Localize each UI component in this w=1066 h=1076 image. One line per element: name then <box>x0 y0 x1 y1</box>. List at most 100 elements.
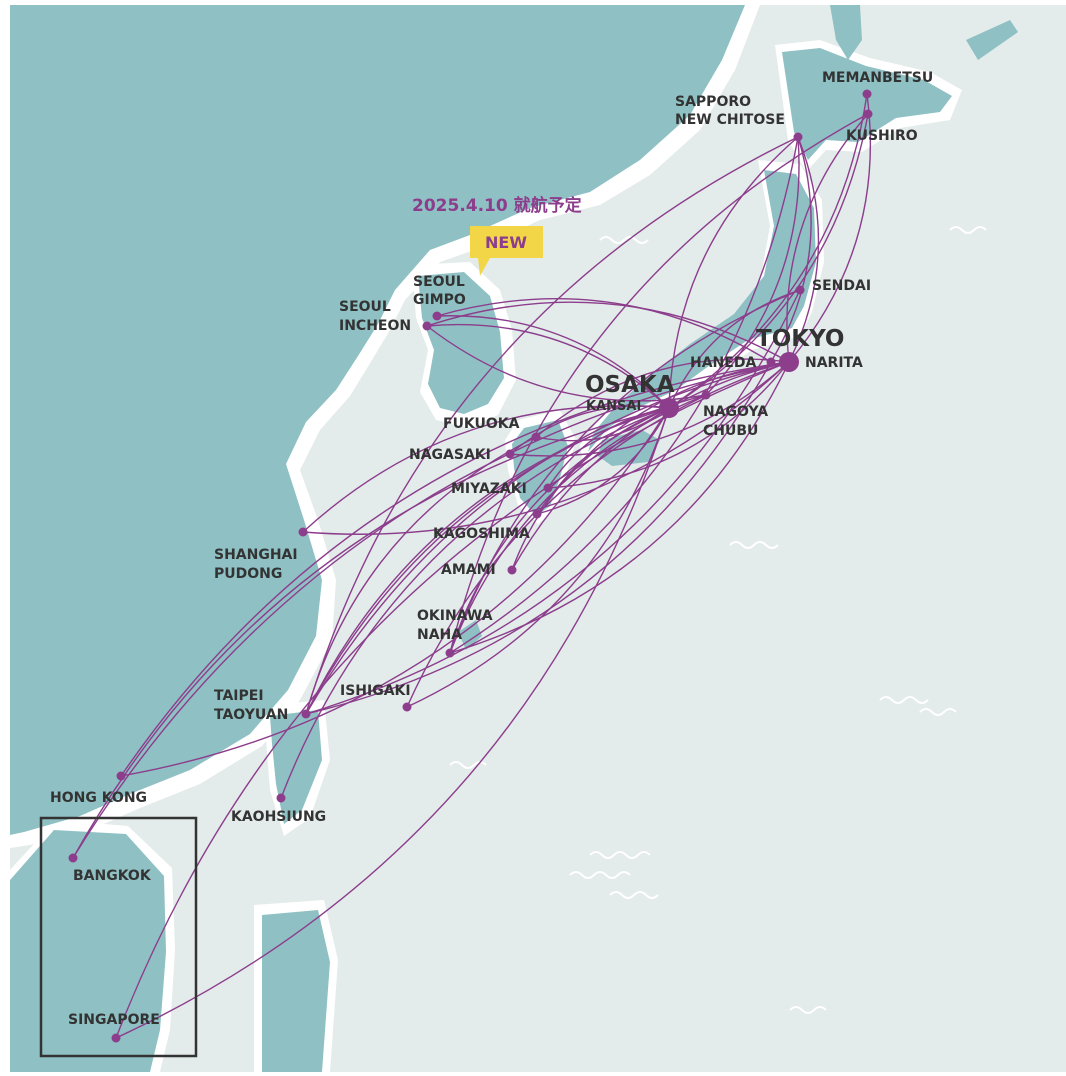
wave-decorations <box>449 226 987 1014</box>
route-tokyo-amami <box>511 361 790 571</box>
label-seoul-incheon-1: SEOUL <box>339 299 391 315</box>
route-haneda-sapporo <box>770 136 812 363</box>
route-haneda-seoul_gimpo <box>436 298 772 363</box>
label-kagoshima: KAGOSHIMA <box>433 526 530 542</box>
airport-dot-singapore[interactable] <box>111 1033 121 1043</box>
route-tokyo-miyazaki <box>547 361 790 489</box>
airport-dot-sapporo[interactable] <box>793 132 803 142</box>
route-tokyo-kagoshima <box>536 361 790 515</box>
shikoku <box>598 430 660 466</box>
label-singapore: SINGAPORE <box>68 1012 160 1028</box>
osaka-hub-subtitle: KANSAI <box>586 399 641 414</box>
route-osaka-bangkok <box>72 407 670 859</box>
route-tokyo-okinawa <box>449 361 790 654</box>
airport-dot-kushiro[interactable] <box>863 109 873 119</box>
airport-dot-hongkong[interactable] <box>116 771 126 781</box>
label-sapporo-2: NEW CHITOSE <box>675 112 785 128</box>
airport-dot-okinawa[interactable] <box>445 648 455 658</box>
label-bangkok: BANGKOK <box>73 868 152 884</box>
label-taipei-1: TAIPEI <box>214 688 264 704</box>
airport-dot-nagasaki[interactable] <box>505 449 515 459</box>
route-tokyo-sapporo <box>788 136 820 363</box>
airport-dot-taipei[interactable] <box>301 709 311 719</box>
airport-dot-amami[interactable] <box>507 565 517 575</box>
airport-dot-memanbetsu[interactable] <box>862 89 872 99</box>
label-seoul-gimpo-2: GIMPO <box>413 292 466 308</box>
airport-dot-sendai[interactable] <box>795 285 805 295</box>
route-osaka-ishigaki <box>406 407 670 708</box>
airport-dot-osaka[interactable] <box>659 398 679 418</box>
route-osaka-okinawa <box>449 407 670 654</box>
label-hongkong: HONG KONG <box>50 790 147 806</box>
label-ishigaki: ISHIGAKI <box>340 683 411 699</box>
airport-dot-tokyo[interactable] <box>779 352 799 372</box>
hokkaido <box>782 48 952 160</box>
route-osaka-seoul_incheon <box>426 323 670 409</box>
route-nagoya-taipei <box>305 394 707 715</box>
new-badge: NEW <box>470 226 543 276</box>
airport-dot-kaohsiung[interactable] <box>276 793 286 803</box>
airport-dot-haneda[interactable] <box>766 357 776 367</box>
route-sapporo-taipei <box>305 136 799 715</box>
route-sendai-taipei <box>305 289 801 715</box>
route-tokyo-kushiro <box>786 113 869 363</box>
label-nagasaki: NAGASAKI <box>409 447 491 463</box>
route-osaka-hongkong <box>120 407 670 777</box>
airport-dot-nagoya[interactable] <box>701 390 711 400</box>
airport-dot-seoul_incheon[interactable] <box>422 321 432 331</box>
airport-dot-shanghai[interactable] <box>298 527 308 537</box>
label-seoul-gimpo-1: SEOUL <box>413 274 465 290</box>
route-osaka-singapore <box>115 407 670 1039</box>
route-nagoya-okinawa <box>449 394 707 654</box>
airport-dot-bangkok[interactable] <box>68 853 78 863</box>
kuril-islands <box>966 20 1018 60</box>
label-amami: AMAMI <box>441 562 496 578</box>
route-tokyo-seoul_incheon <box>426 301 790 363</box>
label-shanghai-1: SHANGHAI <box>214 547 298 563</box>
indochina <box>10 830 166 1072</box>
osaka-hub-title: OSAKA <box>585 372 675 398</box>
airport-dot-kagoshima[interactable] <box>532 509 542 519</box>
label-haneda: HANEDA <box>690 355 756 371</box>
route-kushiro-okinawa <box>449 113 869 654</box>
new-badge-shape <box>470 226 543 276</box>
route-fukuoka-taipei <box>305 436 537 715</box>
route-osaka-seoul_gimpo <box>436 315 670 409</box>
mainland-asia <box>10 5 745 835</box>
route-nagoya-sapporo <box>705 136 800 396</box>
southeast-asia-frame <box>39 816 198 1058</box>
route-tokyo-singapore <box>115 361 790 1039</box>
label-taipei-2: TAOYUAN <box>214 707 288 723</box>
route-osaka-kaohsiung <box>280 407 670 799</box>
label-okinawa-2: NAHA <box>417 627 462 643</box>
announcement-date: 2025.4.10 就航予定 <box>412 195 582 216</box>
label-sendai: SENDAI <box>812 278 871 294</box>
label-kushiro: KUSHIRO <box>846 128 918 144</box>
label-nagoya-1: NAGOYA <box>703 404 768 420</box>
label-nagoya-2: CHUBU <box>703 423 758 439</box>
sakhalin <box>830 5 862 60</box>
route-sendai-okinawa <box>449 289 801 654</box>
label-fukuoka: FUKUOKA <box>443 416 520 432</box>
airport-dot-miyazaki[interactable] <box>543 483 553 493</box>
route-tokyo-hongkong <box>120 361 790 777</box>
label-shanghai-2: PUDONG <box>214 566 282 582</box>
label-seoul-incheon-2: INCHEON <box>339 318 411 334</box>
route-tokyo-bangkok <box>72 361 790 859</box>
tokyo-hub-subtitle: NARITA <box>805 355 863 371</box>
routes-layer <box>72 93 872 1039</box>
okinawa-island <box>458 620 482 650</box>
airport-dot-fukuoka[interactable] <box>531 432 541 442</box>
label-kaohsiung: KAOHSIUNG <box>231 809 326 825</box>
route-osaka-kagoshima <box>536 407 670 515</box>
route-tokyo-memanbetsu <box>788 93 872 363</box>
route-haneda-taipei <box>305 361 772 715</box>
route-osaka-kushiro <box>668 113 869 409</box>
airport-dot-seoul_gimpo[interactable] <box>432 311 442 321</box>
airport-dot-ishigaki[interactable] <box>402 702 412 712</box>
route-tokyo-ishigaki <box>406 361 790 708</box>
route-osaka-amami <box>511 407 670 571</box>
tokyo-hub-title: TOKYO <box>756 326 844 352</box>
